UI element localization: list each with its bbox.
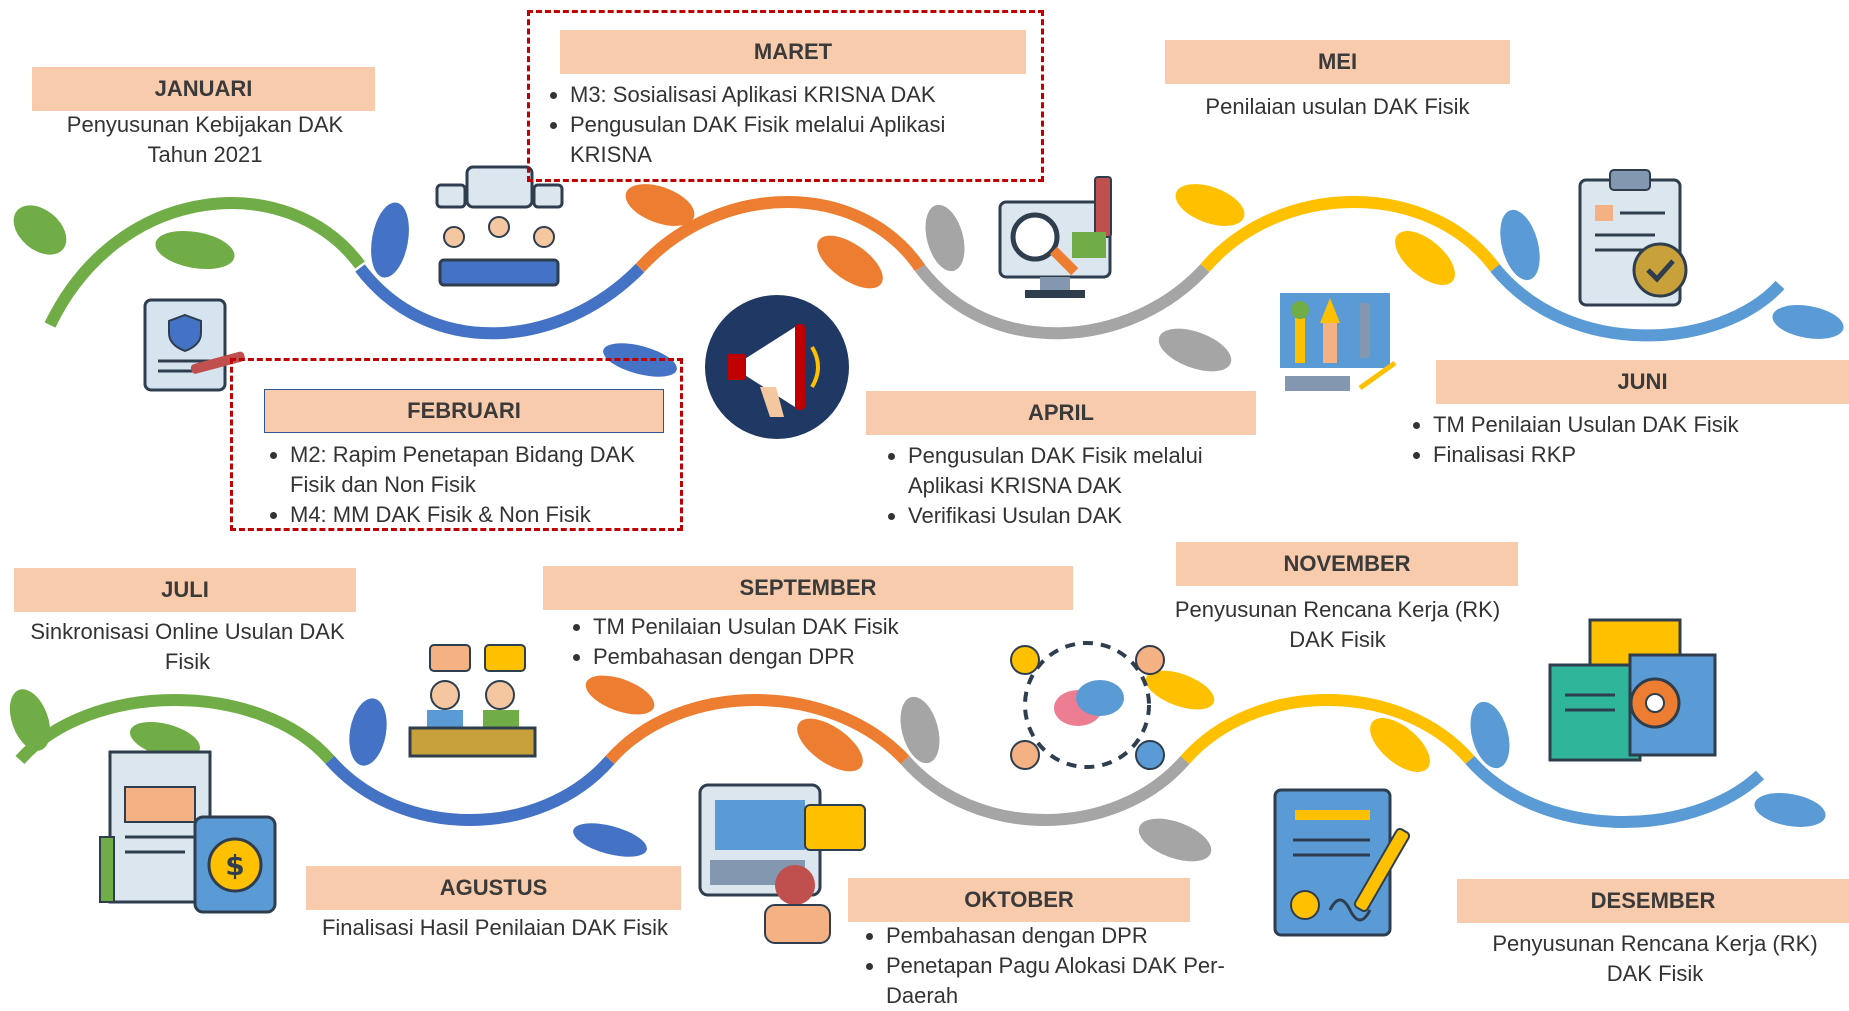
list-item: M3: Sosialisasi Aplikasi KRISNA DAK — [570, 80, 1012, 110]
documents-gear-icon — [1548, 618, 1717, 762]
wave-gray-2 — [900, 756, 1190, 826]
month-text-agustus: Finalisasi Hasil Penilaian DAK Fisik — [321, 915, 668, 940]
list-item: Pengusulan DAK Fisik melalui Aplikasi KR… — [570, 110, 1012, 170]
wave-orange-1 — [635, 196, 925, 273]
list-item: Pengusulan DAK Fisik melalui Aplikasi KR… — [908, 441, 1250, 501]
month-header-agustus: AGUSTUS — [306, 866, 681, 910]
list-item: Penetapan Pagu Alokasi DAK Per-Daerah — [886, 951, 1228, 1011]
month-header-februari: FEBRUARI — [264, 389, 664, 433]
wave-green-2 — [15, 694, 335, 764]
leaf — [585, 675, 655, 715]
wave-yellow-1 — [1200, 196, 1500, 272]
leaf — [1772, 305, 1844, 339]
wave-blue-2 — [325, 756, 615, 826]
leaf — [900, 696, 940, 764]
leaf — [925, 204, 965, 272]
invoice-money-icon: $ — [99, 750, 277, 914]
list-item: Finalisasi RKP — [1433, 440, 1825, 470]
leaf — [1158, 328, 1232, 372]
month-list-april: Pengusulan DAK Fisik melalui Aplikasi KR… — [870, 441, 1250, 531]
month-header-mei: MEI — [1165, 40, 1510, 84]
monitor-search-icon — [998, 176, 1112, 298]
month-text-januari: Penyusunan Kebijakan DAK Tahun 2021 — [66, 112, 344, 167]
discussion-icon — [408, 644, 537, 758]
list-item: TM Penilaian Usulan DAK Fisik — [593, 612, 1055, 642]
month-header-april: APRIL — [866, 391, 1256, 435]
month-header-desember: DESEMBER — [1457, 879, 1849, 923]
megaphone-icon — [705, 295, 849, 439]
computer-chat-icon — [698, 783, 866, 944]
list-item: Pembahasan dengan DPR — [593, 642, 1055, 672]
month-header-november: NOVEMBER — [1176, 542, 1518, 586]
month-list-februari: M2: Rapim Penetapan Bidang DAK Fisik dan… — [252, 440, 672, 530]
leaf — [9, 689, 51, 751]
list-item: M2: Rapim Penetapan Bidang DAK Fisik dan… — [290, 440, 672, 500]
wave-blue-1 — [355, 263, 645, 340]
month-header-januari: JANUARI — [32, 67, 375, 111]
month-header-juli: JULI — [14, 568, 356, 612]
wave-lightblue-2 — [1465, 756, 1765, 829]
leaf — [817, 235, 883, 289]
leaf — [797, 718, 863, 772]
wave-yellow-2 — [1180, 694, 1475, 764]
leaf — [1395, 231, 1455, 285]
month-header-juni: JUNI — [1436, 360, 1849, 404]
wave-lightblue-1 — [1490, 264, 1785, 342]
month-text-juli: Sinkronisasi Online Usulan DAK Fisik — [30, 619, 345, 674]
month-text-desember: Penyusunan Rencana Kerja (RK) DAK Fisik — [1492, 931, 1818, 986]
list-item: Verifikasi Usulan DAK — [908, 501, 1250, 531]
wave-gray-1 — [915, 263, 1210, 340]
leaf — [349, 698, 387, 766]
leaf — [625, 184, 695, 226]
month-text-november: Penyusunan Rencana Kerja (RK) DAK Fisik — [1174, 597, 1501, 652]
list-item: Pembahasan dengan DPR — [886, 921, 1228, 951]
wave-orange-2 — [605, 694, 910, 765]
leaf — [1754, 793, 1826, 827]
month-text-mei: Penilaian usulan DAK Fisik — [1205, 94, 1470, 119]
month-list-maret: M3: Sosialisasi Aplikasi KRISNA DAK Peng… — [532, 80, 1012, 170]
highlight-box-februari — [230, 358, 683, 531]
leaf — [573, 823, 647, 857]
month-header-september: SEPTEMBER — [543, 566, 1073, 610]
design-tools-icon — [1280, 293, 1397, 391]
leaf — [13, 205, 67, 255]
meeting-icon — [435, 165, 564, 287]
leaf — [1138, 818, 1212, 862]
highlight-box-maret — [527, 10, 1044, 182]
list-item: TM Penilaian Usulan DAK Fisik — [1433, 410, 1825, 440]
month-header-maret: MARET — [560, 30, 1026, 74]
leaf — [371, 202, 409, 278]
contract-sign-icon — [1273, 788, 1411, 937]
wave-green-1 — [44, 197, 365, 328]
month-list-september: TM Penilaian Usulan DAK Fisik Pembahasan… — [555, 612, 1055, 672]
clipboard-check-icon — [1578, 169, 1688, 307]
month-header-oktober: OKTOBER — [848, 878, 1190, 922]
leaf — [1470, 701, 1510, 769]
leaf — [129, 721, 201, 759]
leaf — [1370, 718, 1430, 772]
svg-text:$: $ — [225, 849, 244, 882]
leaf — [1175, 184, 1245, 226]
leaf — [1145, 670, 1215, 710]
list-item: M4: MM DAK Fisik & Non Fisik — [290, 500, 672, 530]
leaf — [155, 230, 235, 270]
month-list-juni: TM Penilaian Usulan DAK Fisik Finalisasi… — [1395, 410, 1825, 470]
month-list-oktober: Pembahasan dengan DPR Penetapan Pagu Alo… — [848, 921, 1228, 1011]
leaf — [1500, 209, 1540, 281]
document-seal-icon — [143, 298, 245, 392]
network-chat-icon — [1010, 641, 1165, 770]
